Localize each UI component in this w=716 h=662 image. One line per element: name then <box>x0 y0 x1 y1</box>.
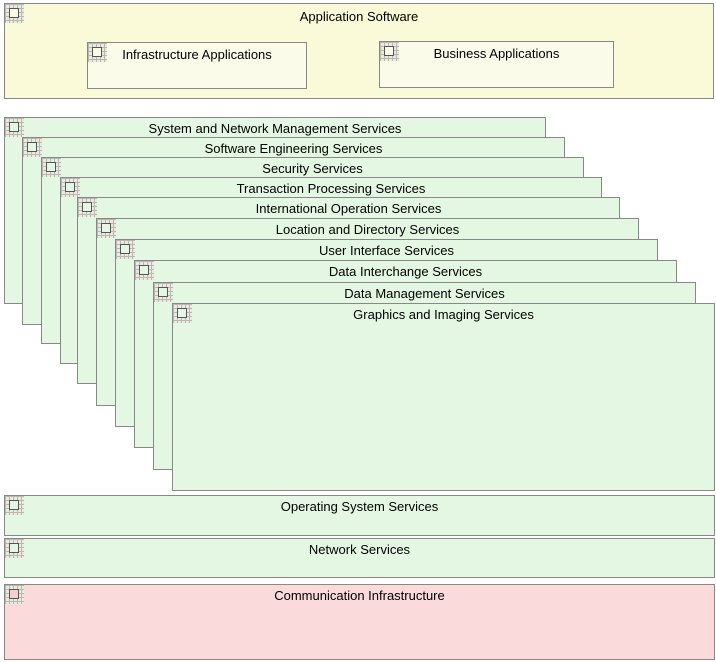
element-icon <box>173 304 192 323</box>
service-label: Software Engineering Services <box>204 141 383 156</box>
communication-infrastructure-label: Communication Infrastructure <box>274 588 445 603</box>
operating-system-services-label: Operating System Services <box>280 499 439 514</box>
service-label: Location and Directory Services <box>275 222 460 237</box>
element-icon <box>42 158 61 177</box>
infrastructure-applications-box[interactable]: Infrastructure Applications <box>87 42 307 89</box>
element-icon <box>23 138 42 157</box>
element-icon <box>135 261 154 280</box>
service-label: Transaction Processing Services <box>236 181 426 196</box>
element-icon <box>5 585 24 604</box>
service-label: Graphics and Imaging Services <box>353 307 534 322</box>
service-label: User Interface Services <box>318 243 455 258</box>
network-services-label: Network Services <box>308 542 411 557</box>
element-icon <box>116 240 135 259</box>
application-software-box[interactable]: Application Software Infrastructure Appl… <box>4 3 714 99</box>
element-icon <box>380 42 399 61</box>
communication-infrastructure-box[interactable]: Communication Infrastructure <box>4 584 715 660</box>
service-label: Data Management Services <box>344 286 505 301</box>
element-icon <box>97 219 116 238</box>
element-icon <box>5 118 24 137</box>
network-services-box[interactable]: Network Services <box>4 538 715 578</box>
service-graphics-imaging[interactable]: Graphics and Imaging Services <box>172 303 715 491</box>
business-applications-box[interactable]: Business Applications <box>379 41 614 88</box>
element-icon <box>5 539 24 558</box>
application-software-label: Application Software <box>299 9 419 24</box>
element-icon <box>88 43 107 62</box>
element-icon <box>5 4 24 23</box>
element-icon <box>5 496 24 515</box>
element-icon <box>154 283 173 302</box>
infrastructure-applications-label: Infrastructure Applications <box>122 47 272 62</box>
element-icon <box>61 178 80 197</box>
operating-system-services-box[interactable]: Operating System Services <box>4 495 715 536</box>
service-label: System and Network Management Services <box>148 121 402 136</box>
service-label: Data Interchange Services <box>328 264 483 279</box>
element-icon <box>78 198 97 217</box>
business-applications-label: Business Applications <box>433 46 560 61</box>
service-label: Security Services <box>262 161 363 176</box>
service-label: International Operation Services <box>255 201 442 216</box>
